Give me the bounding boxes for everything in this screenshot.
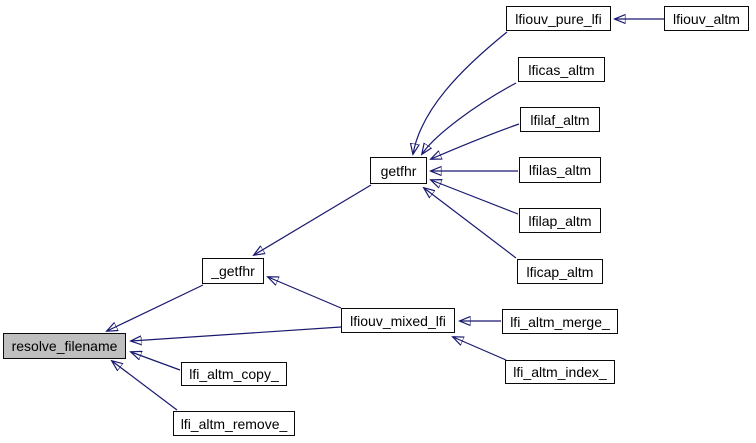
edge-getfhr-internal-to-resolve-filename bbox=[107, 284, 204, 331]
node-getfhr-internal[interactable]: _getfhr bbox=[202, 258, 264, 284]
node-lficas-altm[interactable]: lficas_altm bbox=[518, 57, 605, 82]
node-lfiouv-altm[interactable]: lfiouv_altm bbox=[664, 6, 749, 31]
node-lfi-altm-index[interactable]: lfi_altm_index_ bbox=[505, 360, 615, 384]
edge-lfilaf-altm-to-getfhr bbox=[431, 123, 520, 159]
edge-lfi-altm-copy-to-resolve-filename bbox=[131, 352, 181, 371]
edge-lfiouv-pure-lfi-to-getfhr bbox=[413, 31, 508, 154]
node-lfilaf-altm[interactable]: lfilaf_altm bbox=[520, 107, 600, 132]
edge-lfi-altm-index-to-lfiouv-mixed-lfi bbox=[453, 337, 507, 361]
edge-lfilap-altm-to-getfhr bbox=[431, 180, 519, 215]
node-lfi-altm-merge[interactable]: lfi_altm_merge_ bbox=[502, 309, 618, 334]
node-lfi-altm-copy[interactable]: lfi_altm_copy_ bbox=[181, 362, 287, 386]
node-resolve-filename: resolve_filename bbox=[3, 333, 126, 359]
edge-lfiouv-mixed-lfi-to-resolve-filename bbox=[131, 326, 342, 341]
node-lfiouv-pure-lfi[interactable]: lfiouv_pure_lfi bbox=[506, 6, 611, 31]
node-lfiouv-mixed-lfi[interactable]: lfiouv_mixed_lfi bbox=[341, 308, 455, 333]
edge-lfiouv-mixed-lfi-to-getfhr-internal bbox=[268, 277, 342, 309]
edge-lficap-altm-to-getfhr bbox=[424, 188, 517, 259]
node-lfilas-altm[interactable]: lfilas_altm bbox=[519, 157, 601, 183]
edge-getfhr-to-getfhr-internal bbox=[254, 184, 372, 255]
edge-lficas-altm-to-getfhr bbox=[422, 82, 517, 154]
node-getfhr[interactable]: getfhr bbox=[370, 157, 427, 184]
edge-lfi-altm-remove-to-resolve-filename bbox=[112, 361, 178, 411]
node-lfi-altm-remove[interactable]: lfi_altm_remove_ bbox=[173, 411, 295, 436]
node-lficap-altm[interactable]: lficap_altm bbox=[517, 259, 603, 284]
node-lfilap-altm[interactable]: lfilap_altm bbox=[519, 208, 601, 233]
